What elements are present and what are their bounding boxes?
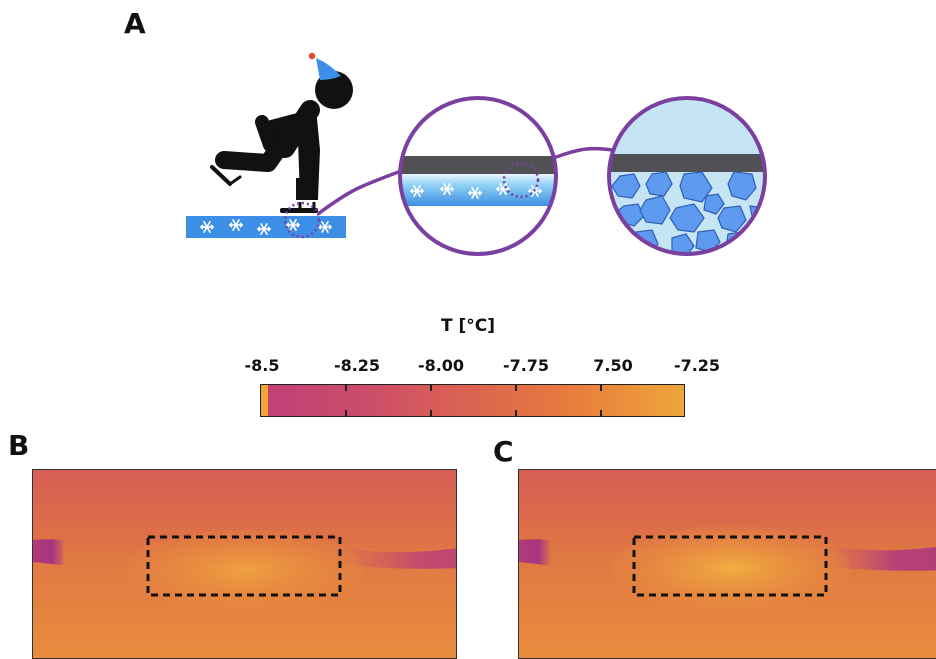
colorbar-title: T [°C] (440, 316, 496, 336)
magnifier-circle-icon (398, 96, 558, 256)
panel-a-illustration (186, 52, 767, 256)
colorbar-tick-label: -7.25 (673, 356, 721, 375)
ice-crystal-icon (607, 96, 767, 256)
thermal-image-b (32, 469, 457, 659)
colorbar-tick-label: -8.25 (333, 356, 381, 375)
colorbar-tick (515, 410, 517, 416)
colorbar-tick (515, 385, 517, 391)
colorbar-tick (345, 385, 347, 391)
party-hat-icon (308, 52, 341, 80)
colorbar-tick-label: -7.75 (502, 356, 550, 375)
panel-label-c: C (493, 435, 514, 468)
colorbar (260, 384, 685, 417)
colorbar-tick (430, 410, 432, 416)
region-box-b (146, 535, 342, 597)
panel-label-b: B (8, 429, 30, 462)
colorbar-end-swatch (261, 385, 268, 416)
colorbar-tick (600, 410, 602, 416)
region-box-c (632, 535, 828, 597)
connector-line-1 (316, 168, 405, 216)
zoom-focus-circle (283, 201, 321, 239)
colorbar-tick-label: 7.50 (593, 356, 633, 375)
colorbar-tick-label: -8.00 (417, 356, 465, 375)
colorbar-tick (345, 410, 347, 416)
colorbar-tick (430, 385, 432, 391)
panel-label-a: A (124, 7, 146, 40)
colorbar-tick-label: -8.5 (244, 356, 280, 375)
ice-slab (186, 216, 346, 238)
colorbar-tick (600, 385, 602, 391)
thermal-image-c (518, 469, 936, 659)
skater-icon (210, 71, 353, 213)
